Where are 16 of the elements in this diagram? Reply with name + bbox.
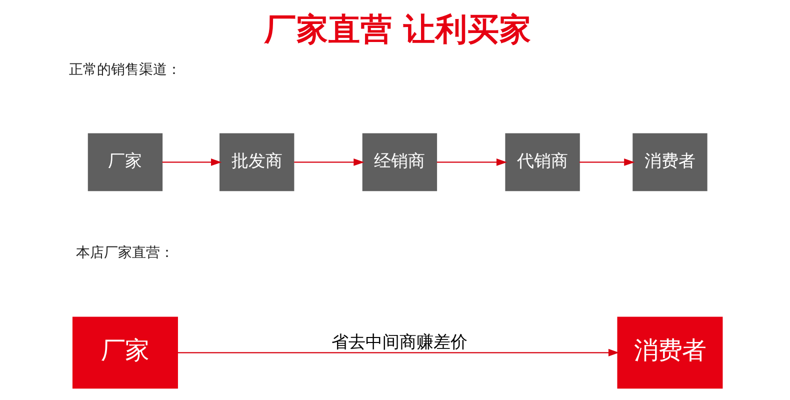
arrow [578,158,634,166]
arrow [436,158,507,166]
label: 正常的销售渠道： [68,62,181,78]
node-box: 消费者 [632,133,707,192]
arrow [177,348,619,356]
arrow [294,158,364,166]
node-box: 批发商 [219,133,294,192]
node-box: 消费者 [616,316,722,389]
node-box: 厂家 [72,316,178,389]
label: 本店厂家直营： [76,244,174,261]
node-box: 经销商 [362,133,437,192]
diagram-title: 厂家直营 让利买家 [264,12,531,48]
node-box: 代销商 [504,133,580,192]
arrow [162,158,222,166]
node-box: 厂家 [87,133,162,192]
edge-label: 省去中间商赚差价 [331,331,468,352]
